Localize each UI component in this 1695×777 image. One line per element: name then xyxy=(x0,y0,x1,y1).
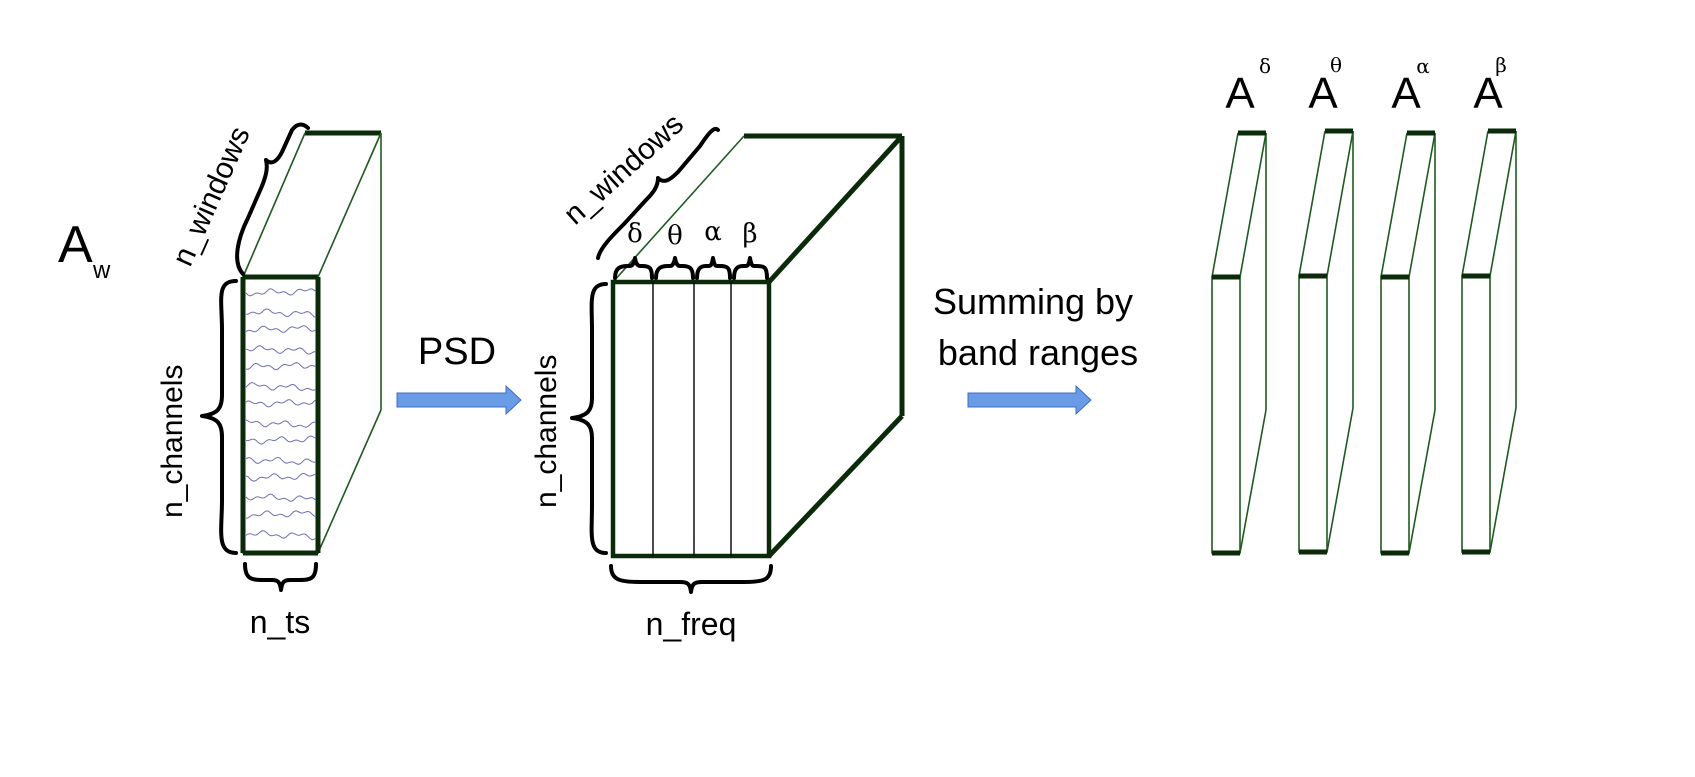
input-windows-brace xyxy=(235,122,310,276)
output-beta-symbol: A xyxy=(1473,69,1503,118)
output-delta-top-right xyxy=(1239,132,1267,278)
eeg-trace xyxy=(245,530,317,541)
psd-freq-brace xyxy=(609,564,773,594)
psd-tensor-box xyxy=(610,133,905,559)
eeg-trace xyxy=(245,288,317,297)
band-label-beta: β xyxy=(742,219,757,249)
eeg-trace xyxy=(245,435,317,445)
output-beta-top-left xyxy=(1461,130,1489,277)
eeg-trace xyxy=(245,362,317,371)
input-channels-brace xyxy=(200,279,238,555)
eeg-trace xyxy=(245,308,317,319)
output-alpha-symbol: A xyxy=(1391,69,1421,118)
psd-arrow xyxy=(396,384,522,416)
psd-front-face xyxy=(610,279,772,559)
input-top-right-edge xyxy=(317,132,382,278)
output-alpha-top-right xyxy=(1408,132,1436,278)
output-theta-symbol: A xyxy=(1308,69,1338,118)
psd-step-label: PSD xyxy=(418,331,496,373)
eeg-trace xyxy=(245,399,317,408)
psd-windows-label: n_windows xyxy=(558,107,690,231)
output-delta-bottom-right xyxy=(1239,409,1267,554)
eeg-trace xyxy=(245,472,317,482)
summing-step-label-line1: Summing by xyxy=(933,281,1133,322)
output-slab-beta: A β xyxy=(1461,53,1517,555)
input-top-left-edge xyxy=(242,132,306,278)
eeg-trace xyxy=(245,493,317,502)
band-label-alpha: α xyxy=(704,217,722,247)
psd-channels-brace xyxy=(570,282,608,555)
eeg-trace xyxy=(245,419,317,428)
psd-freq-label: n_freq xyxy=(646,606,737,642)
band-brace-theta xyxy=(654,256,695,280)
output-alpha-superscript: α xyxy=(1416,54,1430,78)
output-beta-top-right xyxy=(1489,130,1517,277)
band-label-theta: θ xyxy=(667,221,683,251)
output-beta-bottom-right xyxy=(1489,407,1517,553)
output-theta-front xyxy=(1298,275,1328,553)
input-bottom-right-edge xyxy=(317,409,382,554)
output-delta-top-left xyxy=(1211,132,1239,278)
output-slab-delta: A δ xyxy=(1211,54,1271,556)
input-tensor-box xyxy=(240,130,382,556)
output-theta-superscript: θ xyxy=(1330,53,1342,77)
input-tensor-subscript: w xyxy=(92,257,111,284)
output-theta-top-left xyxy=(1298,130,1326,277)
eeg-trace xyxy=(245,510,317,519)
band-label-delta: δ xyxy=(627,219,643,249)
output-theta-top-right xyxy=(1326,130,1354,277)
output-slab-theta: A θ xyxy=(1298,53,1354,555)
eeg-trace xyxy=(245,325,317,333)
output-beta-superscript: β xyxy=(1495,53,1507,77)
band-brace-alpha xyxy=(695,256,732,280)
output-delta-superscript: δ xyxy=(1259,54,1271,78)
output-delta-symbol: A xyxy=(1225,69,1255,118)
output-theta-bottom-right xyxy=(1326,407,1354,553)
psd-bottom-right-edge xyxy=(767,414,904,558)
output-alpha-top-left xyxy=(1380,132,1408,278)
output-alpha-bottom-right xyxy=(1408,409,1436,554)
input-tensor-symbol: A xyxy=(58,216,93,274)
input-tensor-label: A w xyxy=(58,216,111,284)
psd-windows-brace xyxy=(596,127,720,260)
band-brace-beta xyxy=(732,256,769,280)
input-channels-label: n_channels xyxy=(156,365,189,518)
eeg-trace xyxy=(245,345,317,355)
input-windows-label: n_windows xyxy=(166,122,257,271)
summing-step-label-line2: band ranges xyxy=(938,332,1138,373)
eeg-trace xyxy=(245,381,317,392)
input-ts-brace xyxy=(243,562,318,592)
eeg-signal-traces xyxy=(245,288,317,541)
output-slab-alpha: A α xyxy=(1380,54,1436,556)
summing-arrow xyxy=(967,384,1092,416)
psd-channels-label: n_channels xyxy=(530,355,563,508)
eeg-trace xyxy=(245,456,317,465)
psd-top-right-edge xyxy=(767,134,904,284)
output-alpha-front xyxy=(1380,276,1410,554)
output-beta-front xyxy=(1461,275,1491,553)
band-brace-delta xyxy=(613,256,654,280)
input-ts-label: n_ts xyxy=(250,604,310,640)
output-delta-front xyxy=(1211,276,1241,554)
